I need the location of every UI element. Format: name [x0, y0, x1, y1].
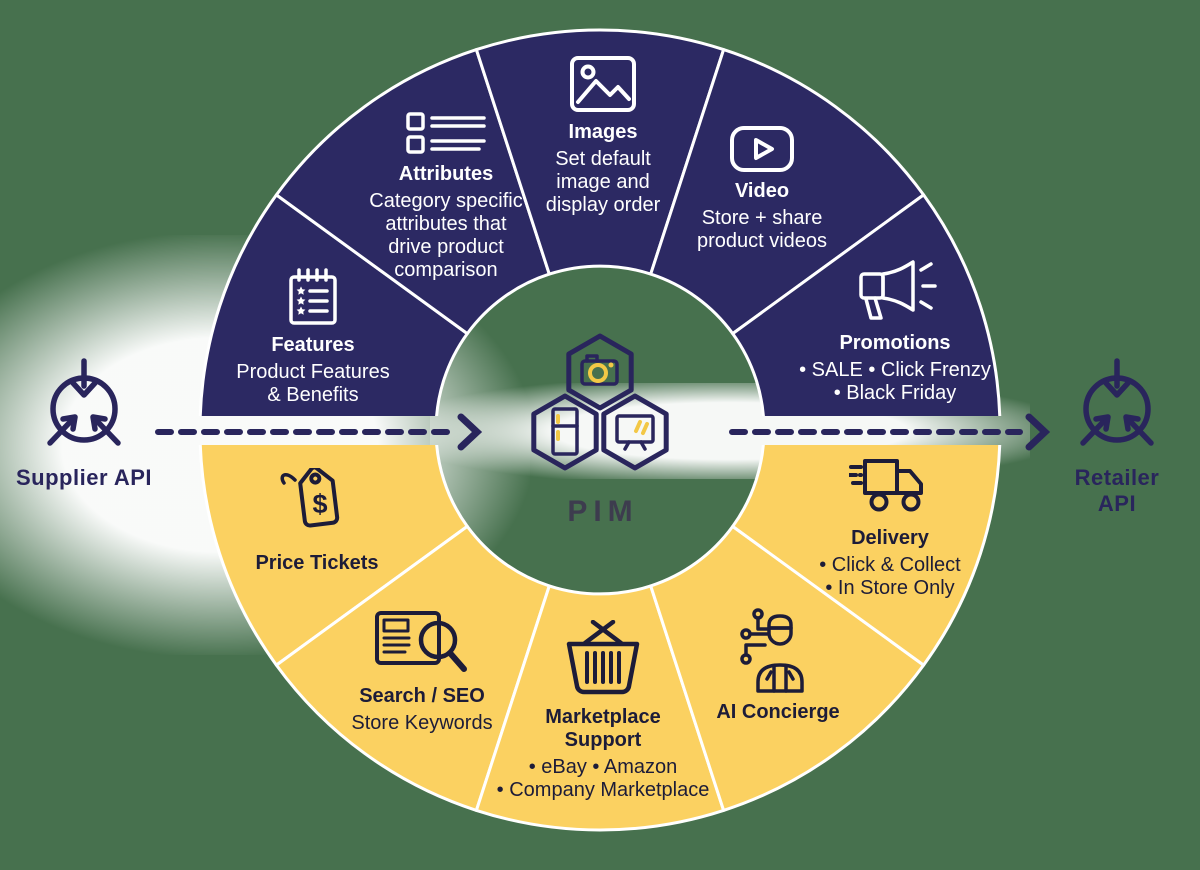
segment-video: [649, 48, 926, 336]
megaphone-icon: [770, 260, 1020, 324]
segment-subtitle-line: display order: [545, 194, 661, 216]
segment-title: Images: [568, 121, 638, 143]
product-hexagons-icon: [531, 333, 669, 471]
segment-delivery: [731, 445, 1002, 667]
pim-label: PIM: [567, 495, 639, 528]
promotions-segment: Promotions • SALE • Click Frenzy • Black…: [770, 260, 1020, 405]
delivery-segment: Delivery • Click & Collect • In Store On…: [775, 455, 1005, 600]
delivery-truck-icon: [775, 455, 1005, 519]
supplier-api-label: Supplier API: [16, 465, 152, 490]
converging-arrows-icon: [1080, 358, 1154, 446]
segment-subtitle-line: Set default: [555, 148, 651, 170]
price-tag-icon: $: [217, 468, 417, 544]
video-play-icon: [662, 126, 862, 172]
segment-attributes: [274, 48, 551, 336]
segment-search-seo: [274, 524, 551, 812]
segment-subtitle-line: • Company Marketplace: [496, 779, 710, 801]
segment-title: AI Concierge: [716, 701, 840, 723]
segment-subtitle-line: Product Features: [236, 361, 390, 383]
right-arrowhead-icon: [1025, 413, 1051, 451]
video-segment: Video Store + share product videos: [662, 126, 862, 253]
segment-marketplace: [474, 584, 726, 832]
segment-subtitle-line: • eBay • Amazon: [528, 756, 678, 778]
segment-title: Attributes: [398, 163, 494, 185]
flow-arrows: [155, 413, 1051, 451]
segment-images: [474, 28, 726, 276]
converging-arrows-icon: [47, 358, 121, 446]
segment-title: Search / SEO: [359, 685, 485, 707]
segment-subtitle-line: drive product: [388, 236, 504, 258]
price-tickets-segment: $ Price Tickets: [217, 468, 417, 575]
marketplace-segment: Marketplace Support • eBay • Amazon • Co…: [468, 620, 738, 802]
pim-hub: PIM: [525, 332, 675, 529]
segment-subtitle-line: & Benefits: [267, 384, 359, 406]
segment-title: Features: [271, 334, 355, 356]
segment-subtitle-line: product videos: [696, 230, 828, 252]
search-page-icon: [307, 609, 537, 677]
attribute-list-icon: [331, 111, 561, 155]
images-segment: Images Set default image and display ord…: [508, 55, 698, 217]
retailer-api: Retailer API: [1067, 354, 1167, 517]
segment-subtitle-line: Category specific: [369, 190, 523, 212]
segment-subtitle-line: • SALE • Click Frenzy: [799, 359, 991, 381]
segment-subtitle-line: • In Store Only: [825, 577, 955, 599]
image-icon: [508, 55, 698, 113]
segment-subtitle-line: Store + share: [701, 207, 823, 229]
segment-subtitle-line: image and: [556, 171, 650, 193]
segment-subtitle-line: • Click & Collect: [819, 554, 961, 576]
segment-title: Delivery: [851, 527, 929, 549]
attributes-segment: Attributes Category specific attributes …: [331, 111, 561, 282]
svg-text:$: $: [312, 489, 327, 519]
ai-concierge-segment: AI Concierge: [673, 607, 883, 724]
segment-title: Price Tickets: [255, 552, 379, 574]
search-seo-segment: Search / SEO Store Keywords: [307, 609, 537, 735]
retailer-api-label: Retailer API: [1074, 465, 1160, 516]
segment-subtitle-line: • Black Friday: [833, 382, 957, 404]
segment-subtitle-line: comparison: [394, 259, 498, 281]
feature-list-icon: [208, 266, 418, 326]
segment-subtitle-line: attributes that: [385, 213, 507, 235]
segment-title: Promotions: [839, 332, 951, 354]
segment-price-tickets: [198, 445, 469, 667]
supplier-api: Supplier API: [16, 354, 152, 491]
concierge-icon: [673, 607, 883, 693]
segment-title: Marketplace Support: [545, 706, 661, 751]
segment-title: Video: [734, 180, 790, 202]
features-segment: Features Product Features & Benefits: [208, 266, 418, 407]
basket-icon: [468, 620, 738, 698]
segment-subtitle-line: Store Keywords: [351, 712, 493, 734]
left-arrowhead-icon: [457, 413, 483, 451]
